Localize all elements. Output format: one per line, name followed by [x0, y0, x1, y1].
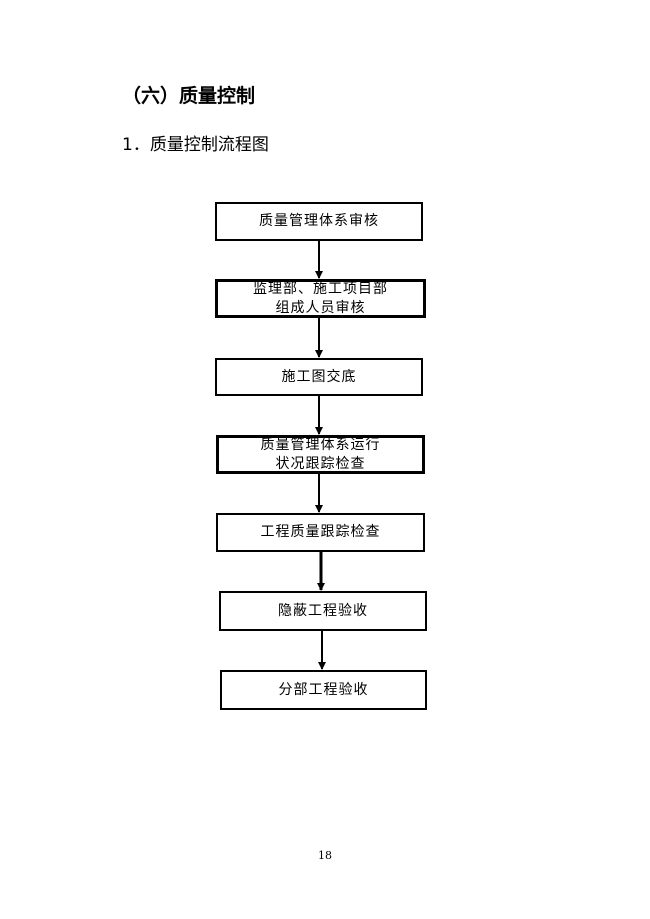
- page-number: 18: [318, 849, 332, 862]
- flow-step-label: 隐蔽工程验收: [278, 602, 368, 619]
- flow-step-personnel-review: 监理部、施工项目部组成人员审核: [215, 279, 426, 318]
- section-title: （六）质量控制: [122, 85, 256, 107]
- flow-step-label: 分部工程验收: [278, 681, 369, 698]
- flow-step-label: 质量管理体系审核: [259, 213, 379, 229]
- flow-step-sub-project-acceptance: 分部工程验收: [220, 670, 427, 710]
- flow-step-label: 工程质量跟踪检查: [260, 524, 381, 540]
- flow-step-label: 监理部、施工项目部组成人员审核: [253, 280, 388, 316]
- flow-step-label: 施工图交底: [281, 368, 357, 385]
- flow-step-quality-tracking-check: 工程质量跟踪检查: [216, 513, 425, 552]
- flow-step-system-operation-check: 质量管理体系运行状况跟踪检查: [216, 435, 425, 474]
- subsection-title: 1．质量控制流程图: [122, 135, 269, 155]
- flow-step-label: 质量管理体系运行状况跟踪检查: [260, 436, 381, 472]
- flow-step-concealed-work-acceptance: 隐蔽工程验收: [219, 591, 427, 631]
- flow-step-drawing-briefing: 施工图交底: [215, 358, 423, 396]
- flow-step-quality-system-review: 质量管理体系审核: [215, 202, 423, 241]
